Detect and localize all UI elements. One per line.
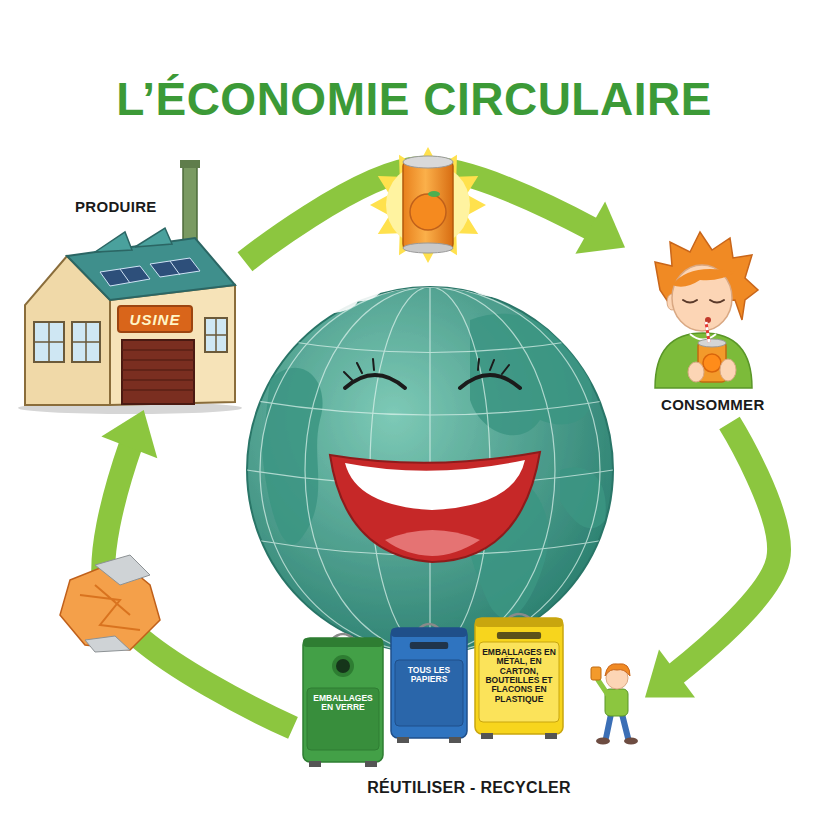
arrow-head — [575, 202, 625, 254]
small-child — [622, 714, 628, 738]
globe-face — [330, 359, 540, 562]
globe-face — [385, 530, 480, 556]
bin-outline — [365, 761, 377, 767]
consumer-child — [683, 300, 724, 303]
sun-can — [403, 156, 453, 168]
cycle-arrow — [645, 423, 779, 697]
cloud — [322, 274, 382, 302]
bin-outline — [545, 733, 557, 739]
cloud — [282, 272, 607, 328]
bin-outline — [332, 655, 354, 677]
title-area: L’ÉCONOMIE CIRCULAIRE — [0, 72, 828, 126]
consumer-child — [672, 269, 735, 287]
consumer-child — [688, 362, 704, 382]
consumer-child — [703, 354, 721, 372]
crushed-can — [85, 636, 130, 652]
bin-outline — [309, 761, 321, 767]
stage-label: PRODUIRE — [75, 198, 157, 215]
globe-face — [460, 375, 520, 388]
consumer-child — [706, 322, 709, 342]
consume-stage: CONSOMMER — [625, 228, 815, 423]
consumer-child — [706, 322, 709, 342]
globe-face — [344, 359, 509, 380]
factory — [135, 228, 172, 247]
factory — [205, 318, 227, 352]
sun-can — [428, 191, 440, 197]
bin-outline — [336, 659, 350, 673]
sun-can — [403, 243, 453, 253]
bin-outline — [481, 733, 493, 739]
factory-sign-text: USINE — [130, 311, 181, 328]
globe-continents — [262, 314, 606, 619]
globe — [247, 272, 613, 653]
title: L’ÉCONOMIE CIRCULAIRE — [116, 72, 712, 126]
factory — [205, 318, 227, 352]
factory — [72, 322, 100, 362]
factory — [34, 322, 64, 362]
factory — [120, 261, 180, 283]
consumer-child — [655, 232, 758, 388]
factory — [72, 322, 100, 362]
globe-face — [345, 460, 525, 510]
arrow-head — [645, 649, 695, 697]
globe-continents — [262, 368, 323, 545]
factory — [95, 232, 132, 252]
globe-grid — [260, 287, 600, 653]
cycle-arrow — [645, 423, 779, 697]
small-child — [605, 664, 630, 676]
crushed-can — [60, 555, 160, 652]
arrow-head — [101, 410, 157, 458]
sun-can — [370, 147, 486, 263]
factory — [34, 322, 64, 362]
factory — [118, 306, 192, 332]
factory — [122, 350, 194, 390]
sun-can — [370, 147, 486, 263]
stage-label: CONSOMMER — [661, 396, 765, 413]
small-child — [591, 667, 601, 680]
bin-label: EMBALLAGES EN MÉTAL, EN CARTON, BOUTEILL… — [473, 648, 565, 704]
recycle-stage: RÉUTILISER - RECYCLER EMBALLAGES EN VERRE… — [293, 602, 645, 805]
bin-outline — [410, 642, 448, 649]
small-child — [591, 664, 638, 745]
small-child — [624, 738, 638, 745]
label-area: USINE — [118, 306, 192, 332]
factory — [110, 285, 235, 405]
globe-face — [345, 375, 405, 388]
sun-can — [410, 194, 446, 230]
bin-outline — [303, 638, 383, 647]
packaging-bin: EMBALLAGES EN MÉTAL, EN CARTON, BOUTEILL… — [473, 608, 565, 740]
globe-grid — [247, 287, 613, 653]
globe-grid — [280, 340, 580, 353]
glass-bin: EMBALLAGES EN VERRE — [301, 628, 385, 768]
sun-can — [403, 160, 453, 250]
globe — [247, 287, 613, 653]
factory — [180, 160, 200, 168]
bin-outline — [475, 618, 563, 627]
consumer-child — [655, 333, 752, 388]
crushed-can — [80, 585, 140, 630]
cloud — [518, 286, 578, 310]
consumer-child — [698, 339, 726, 347]
bin-label: TOUS LES PAPIERS — [389, 666, 469, 685]
bin-outline — [397, 737, 409, 743]
cloud — [563, 308, 607, 328]
bin-outline — [391, 628, 467, 637]
stage-label: RÉUTILISER - RECYCLER — [367, 779, 571, 797]
produce-stage: PRODUIRE — [20, 192, 245, 410]
factory — [122, 340, 194, 404]
paper-bin: TOUS LES PAPIERS — [389, 618, 469, 744]
bin-label: EMBALLAGES EN VERRE — [301, 694, 385, 713]
bin-outline — [449, 737, 461, 743]
bin-outline — [497, 632, 541, 639]
globe-grid — [305, 287, 555, 653]
consumer-child — [720, 359, 736, 381]
crushed-can — [95, 555, 150, 585]
globe-grid — [250, 400, 610, 415]
small-child — [596, 738, 610, 745]
small-child — [606, 714, 611, 738]
factory — [67, 238, 235, 300]
factory — [18, 160, 242, 414]
globe-face — [330, 452, 540, 562]
